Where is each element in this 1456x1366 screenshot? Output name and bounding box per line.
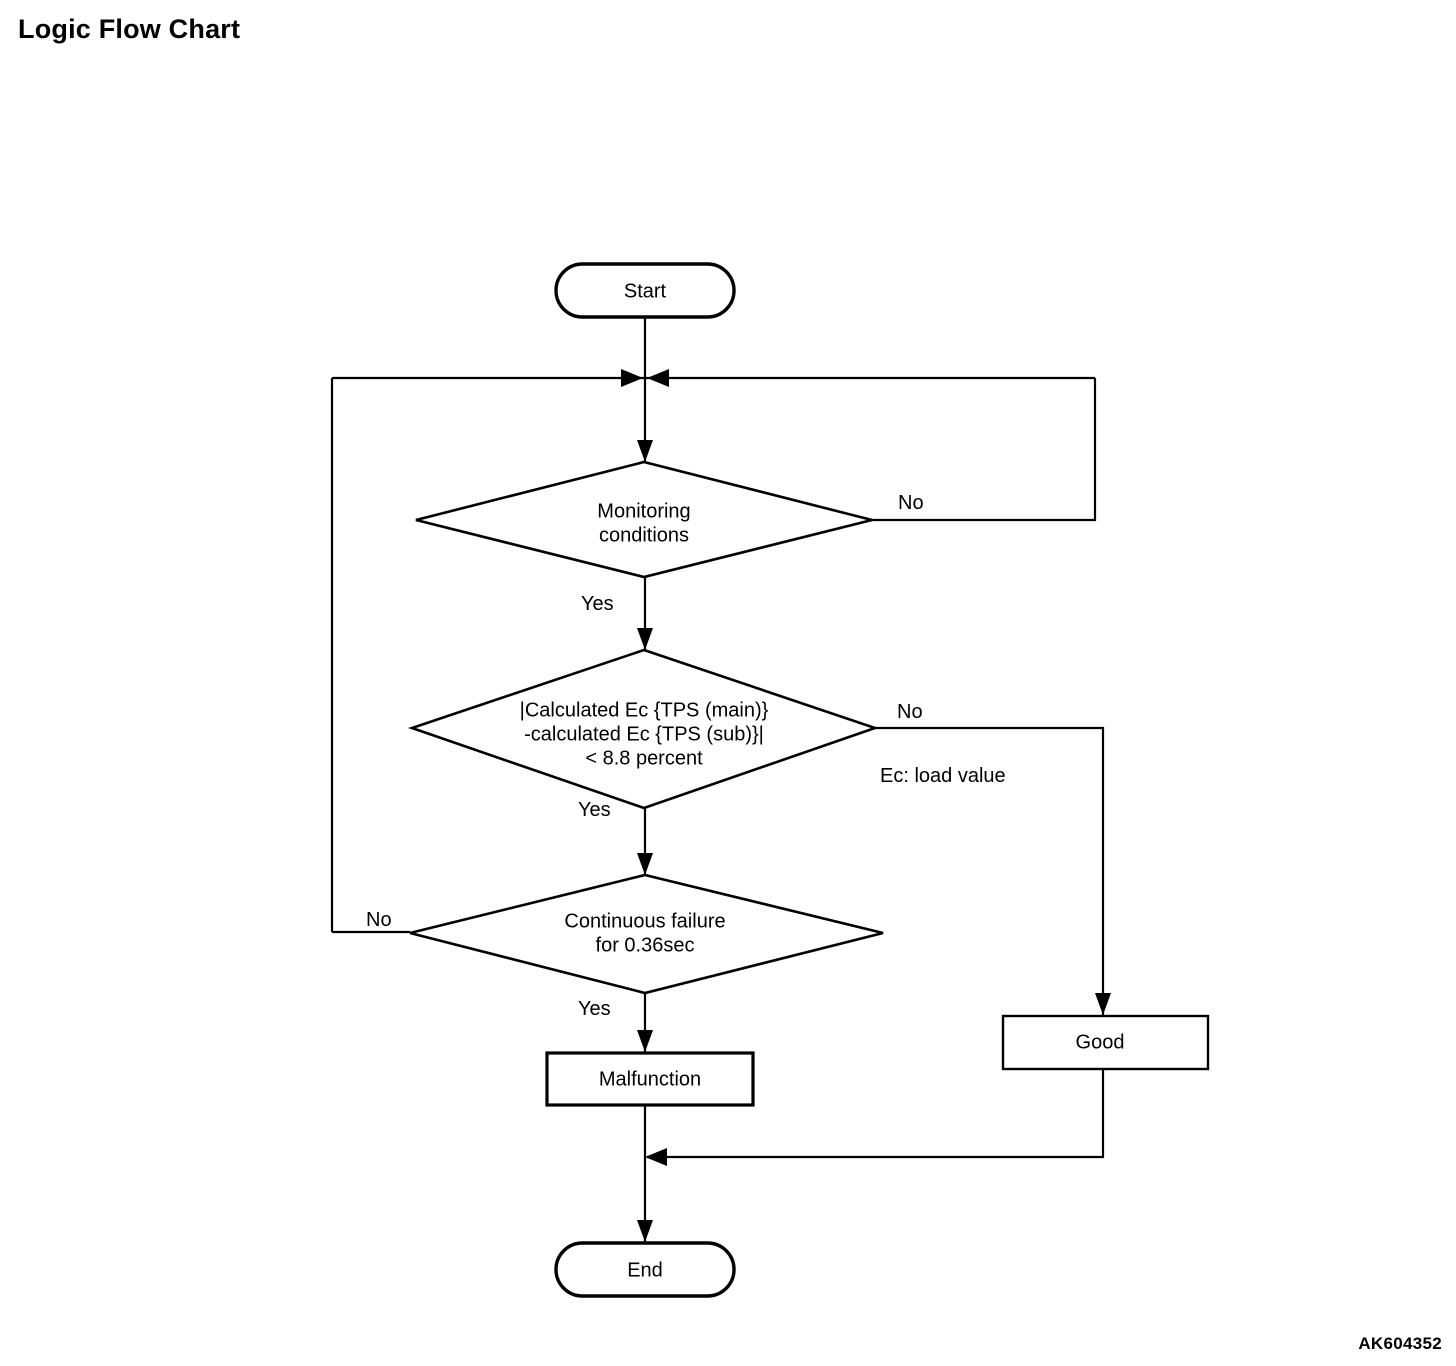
node-start-label: Start	[624, 280, 667, 302]
edge-no-threshold-to-good	[875, 726, 1105, 1015]
arrowhead-into-malfunction	[637, 1030, 653, 1052]
node-start[interactable]: Start	[554, 262, 736, 319]
node-good-label: Good	[1076, 1031, 1125, 1053]
node-continuous-label-line1: Continuous failure	[564, 910, 725, 932]
arrowhead-loopback-right	[647, 369, 669, 387]
edge-label-yes-monitoring: Yes	[581, 593, 614, 615]
arrowhead-into-good	[1095, 993, 1111, 1015]
node-threshold-comparison[interactable]: |Calculated Ec {TPS (main)} -calculated …	[407, 648, 880, 810]
watermark-code: AK604352	[1358, 1334, 1442, 1353]
node-continuous-label-line2: for 0.36sec	[596, 934, 695, 956]
arrowhead-into-end	[637, 1220, 653, 1242]
edge-label-no-continuous: No	[366, 909, 392, 931]
node-end[interactable]: End	[554, 1241, 736, 1298]
annotation-ec-load-value: Ec: load value	[880, 765, 1006, 787]
edge-good-to-end-spine	[647, 1070, 1105, 1159]
arrowhead-into-threshold	[637, 628, 653, 650]
node-monitoring-conditions[interactable]: Monitoring conditions	[415, 460, 873, 579]
node-threshold-label-line2: -calculated Ec {TPS (sub)}|	[524, 723, 764, 745]
node-malfunction[interactable]: Malfunction	[545, 1051, 755, 1107]
node-malfunction-label: Malfunction	[599, 1068, 701, 1090]
node-monitoring-label-line1: Monitoring	[597, 500, 690, 522]
node-monitoring-label-line2: conditions	[599, 524, 689, 546]
node-continuous-failure[interactable]: Continuous failure for 0.36sec	[409, 873, 884, 995]
arrowhead-loopback-left	[621, 369, 643, 387]
arrowhead-into-continuous	[637, 853, 653, 875]
edge-label-no-monitoring: No	[898, 492, 924, 514]
edge-label-yes-threshold: Yes	[578, 799, 611, 821]
arrowhead-good-merge	[645, 1148, 667, 1166]
edge-no-monitoring-loopback	[872, 378, 1097, 522]
node-threshold-label-line1: |Calculated Ec {TPS (main)}	[520, 699, 769, 721]
node-end-label: End	[627, 1259, 663, 1281]
node-good[interactable]: Good	[1001, 1014, 1210, 1071]
page-title: Logic Flow Chart	[18, 14, 241, 44]
edge-label-yes-continuous: Yes	[578, 998, 611, 1020]
node-threshold-label-line3: < 8.8 percent	[585, 747, 703, 769]
edge-label-no-threshold: No	[897, 701, 923, 723]
arrowhead-into-monitoring	[637, 440, 653, 462]
